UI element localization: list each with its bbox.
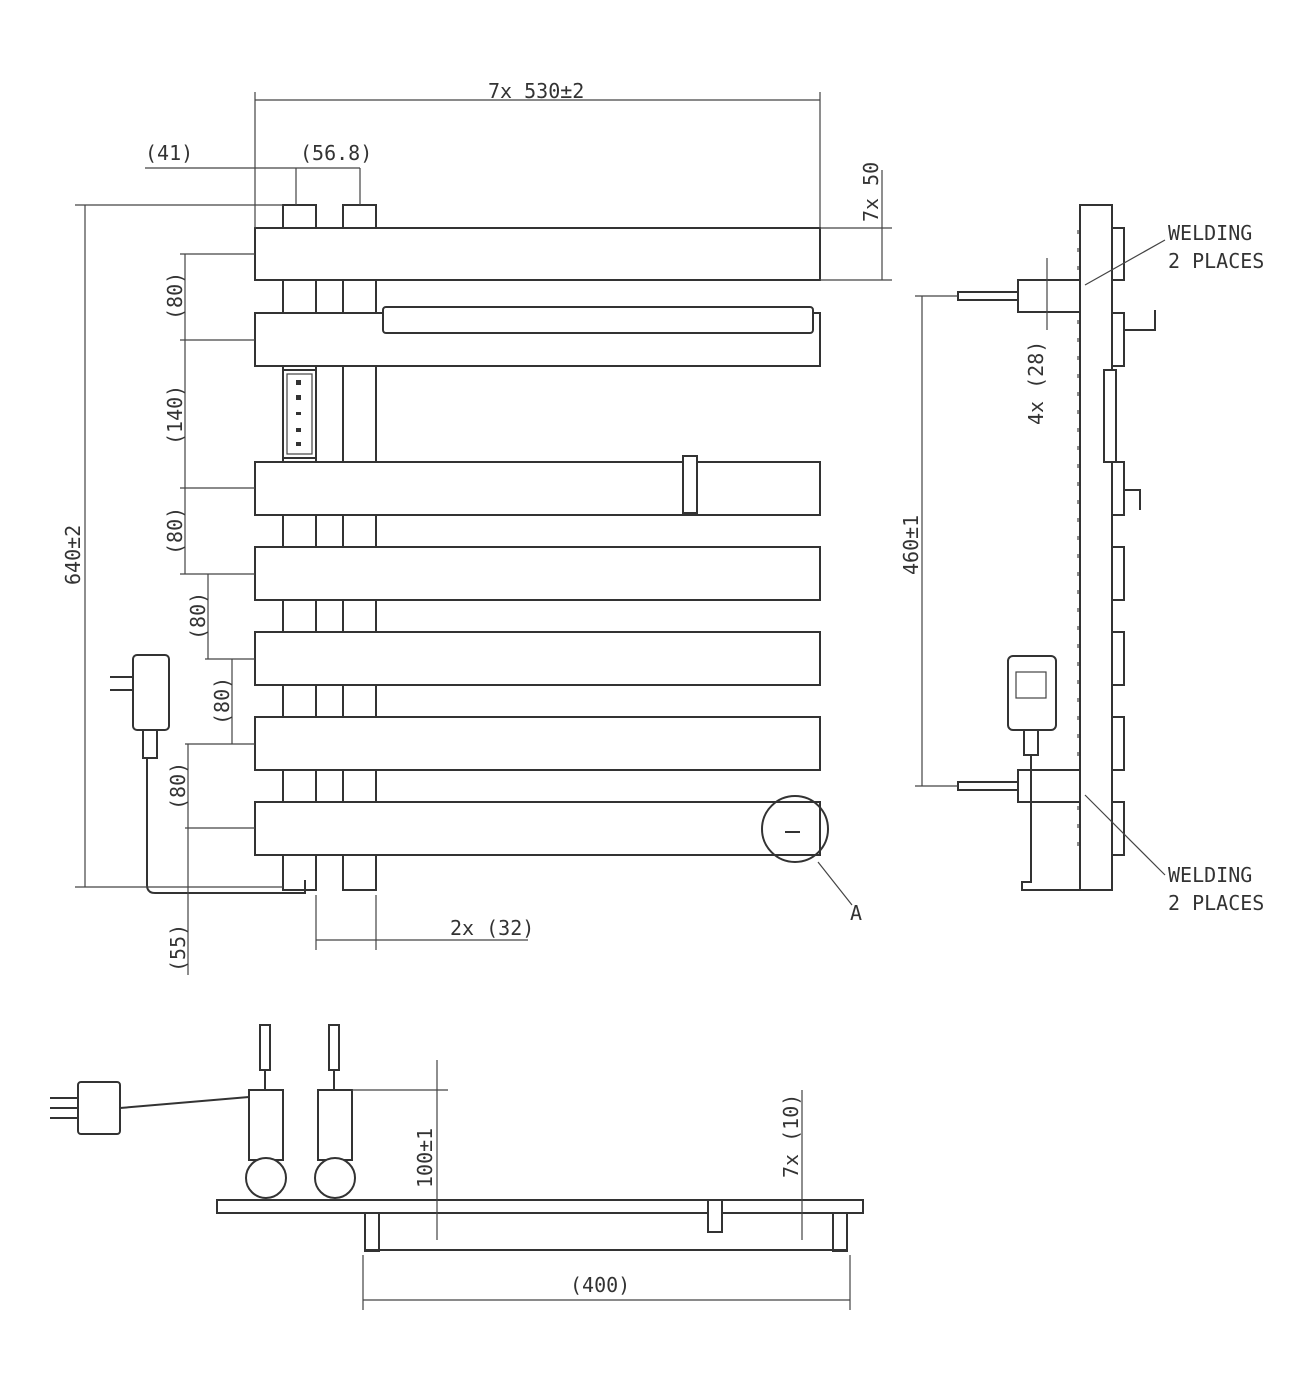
detail-label: A	[850, 901, 862, 925]
dim-gap-1: (80)	[163, 272, 187, 320]
bar-4	[254, 546, 821, 601]
side-panel	[1079, 204, 1113, 891]
bar-1	[254, 227, 821, 281]
anchor-right	[328, 1024, 340, 1071]
bar-6	[254, 716, 821, 771]
mount-bracket-bottom	[1017, 769, 1081, 803]
dim-gap-3: (80)	[163, 507, 187, 555]
dim-height-total: 640±2	[61, 525, 85, 585]
hook	[682, 455, 698, 514]
post-left-top	[248, 1089, 284, 1161]
control-panel-face	[286, 373, 313, 455]
mount-bracket-top	[1017, 279, 1081, 313]
control-buttons	[296, 380, 301, 446]
dim-width-total: 7x 530±2	[488, 79, 584, 103]
post-right-top	[317, 1089, 353, 1161]
front-view: A 7x 530±2 (41) (56.8) 7x 50 640±2	[61, 79, 892, 975]
welding-note-top-line1: WELDING	[1168, 221, 1252, 245]
dim-bar-height: 7x 50	[859, 162, 883, 222]
side-plug	[1007, 655, 1080, 891]
welding-note-bottom-line2: 2 PLACES	[1168, 891, 1264, 915]
bar-3	[254, 461, 821, 516]
dim-depth: 100±1	[413, 1128, 437, 1188]
dim-gap-6: (80)	[166, 762, 190, 810]
dim-bracket-height: 4x (28)	[1024, 341, 1048, 425]
dim-mount-width: (400)	[570, 1273, 630, 1297]
anchor-left	[259, 1024, 271, 1071]
dim-bar-thickness: 7x (10)	[779, 1094, 803, 1178]
dim-gap-4: (80)	[186, 592, 210, 640]
bar-5	[254, 631, 821, 686]
power-plug	[110, 654, 306, 894]
wall-anchor-bottom	[957, 781, 1019, 791]
dim-mount-spacing: 460±1	[899, 515, 923, 575]
top-plug	[50, 1081, 250, 1135]
side-view: 460±1 4x (28) WELDING 2 PLACES WELDING 2…	[899, 204, 1264, 915]
gap-dimension-lines	[180, 253, 255, 975]
heating-bars	[254, 227, 821, 856]
bar-plate	[216, 1199, 864, 1214]
dim-bottom-offset: (55)	[166, 924, 190, 972]
welding-note-top-line2: 2 PLACES	[1168, 249, 1264, 273]
dim-gap-5: (80)	[210, 677, 234, 725]
towel-rail	[382, 306, 814, 334]
dim-gap-2: (140)	[163, 385, 187, 445]
detail-circle-a	[761, 795, 829, 863]
dim-offset-left: (41)	[145, 141, 193, 165]
bar-7	[254, 801, 821, 856]
dim-post-width: 2x (32)	[450, 916, 534, 940]
top-view: 100±1 7x (10) (400)	[50, 1024, 864, 1310]
wall-anchor-top	[957, 291, 1019, 301]
dim-post-spacing: (56.8)	[300, 141, 372, 165]
welding-note-bottom-line1: WELDING	[1168, 863, 1252, 887]
